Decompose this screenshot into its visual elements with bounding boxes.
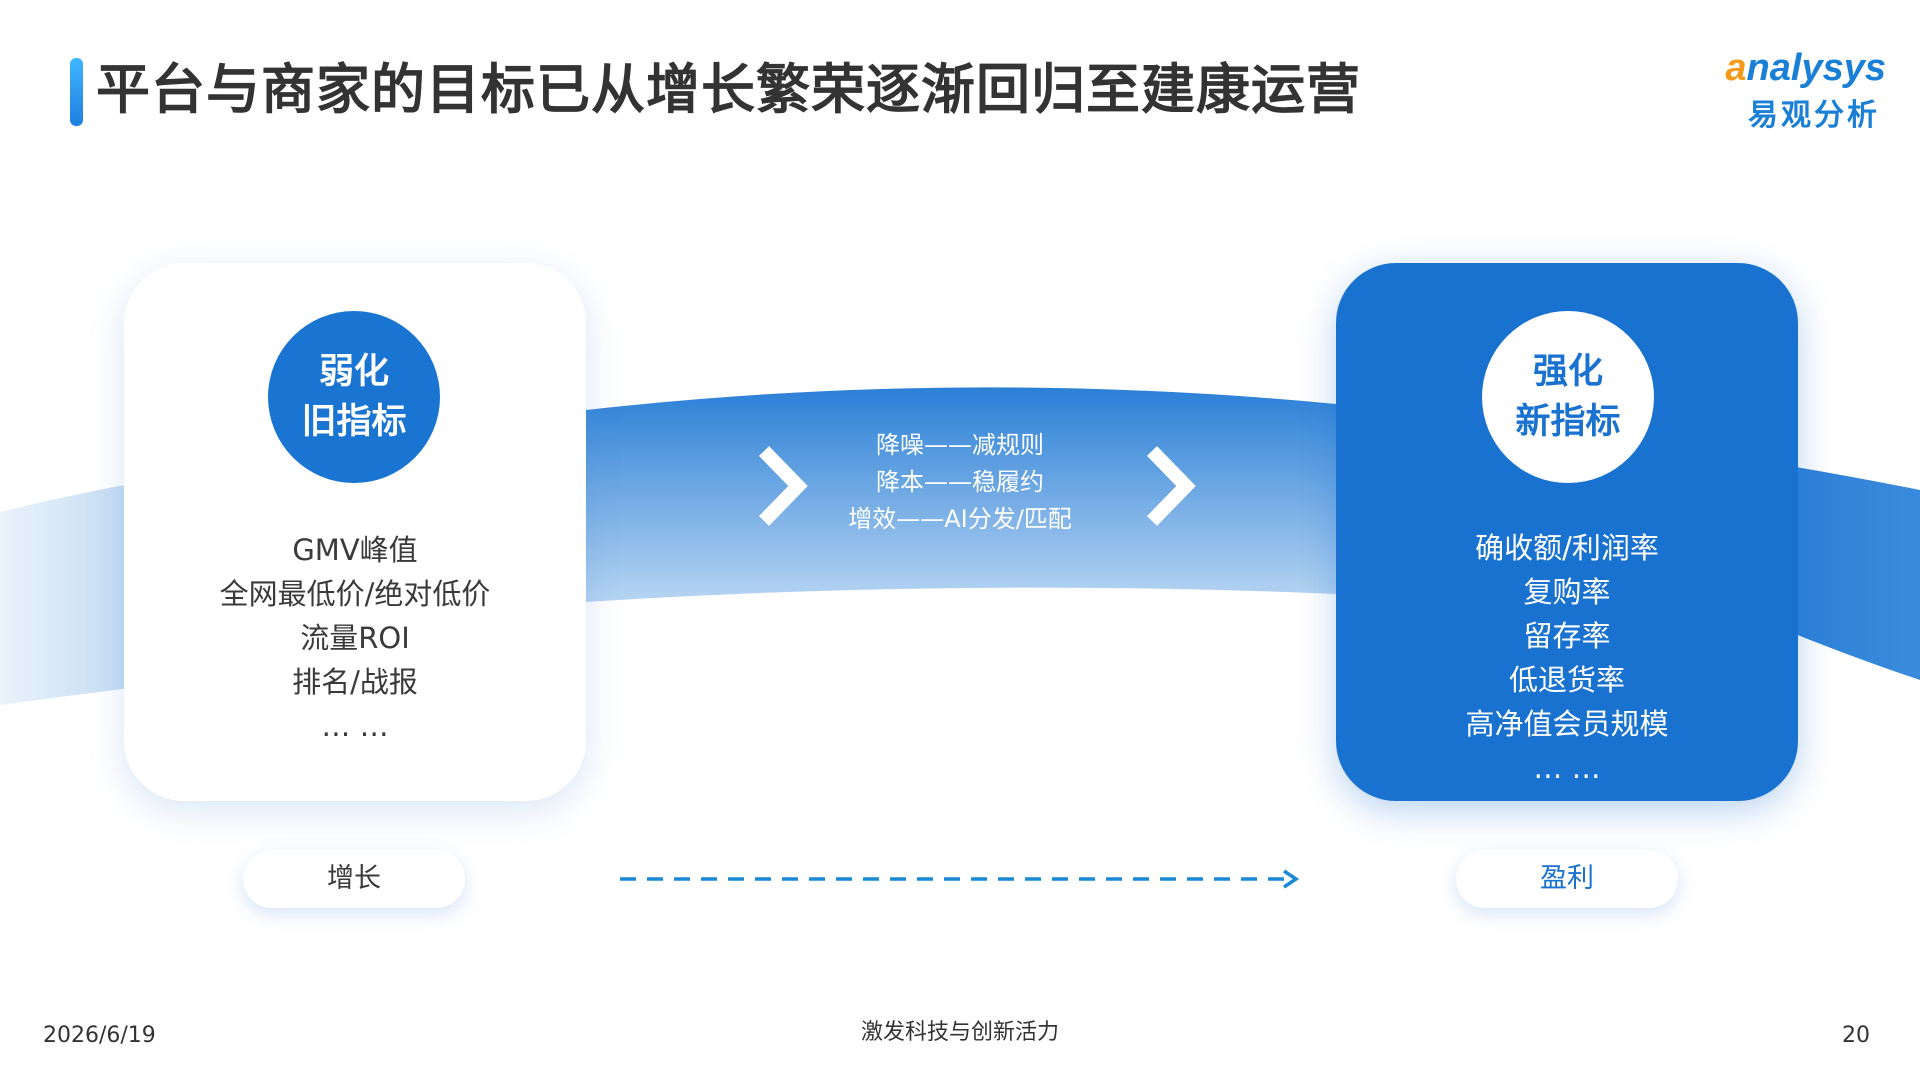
profit-pill-label: 盈利 [1540, 863, 1594, 894]
new-metrics-list: 确收额/利润率 复购率 留存率 低退货率 高净值会员规模 … … [1336, 526, 1798, 790]
list-item: 复购率 [1523, 575, 1611, 609]
growth-pill: 增长 [243, 850, 465, 908]
list-item: 全网最低价/绝对低价 [219, 577, 491, 611]
growth-pill-label: 增长 [327, 863, 381, 894]
list-item: 低退货率 [1508, 663, 1625, 697]
list-item: … … [1533, 751, 1601, 785]
old-metrics-circle-line1: 弱化 [318, 352, 389, 392]
logo-letter-a: a [1725, 47, 1747, 89]
old-metrics-circle-line2: 旧指标 [301, 402, 407, 442]
list-item: 留存率 [1523, 619, 1611, 653]
chevron-right-icon [1146, 446, 1196, 526]
list-item: … … [321, 709, 389, 743]
chevron-right-icon [758, 446, 808, 526]
list-item: 高净值会员规模 [1465, 707, 1669, 741]
strategy-line: 降本——稳履约 [876, 468, 1044, 496]
new-metrics-circle-line2: 新指标 [1515, 402, 1621, 442]
footer-slogan: 激发科技与创新活力 [860, 1020, 1059, 1045]
new-metrics-circle: 强化 新指标 [1482, 311, 1654, 483]
strategy-line: 降噪——减规则 [876, 431, 1044, 459]
page-title: 平台与商家的目标已从增长繁荣逐渐回归至建康运营 [96, 58, 1361, 121]
footer-date: 2026/6/19 [43, 1023, 156, 1048]
list-item: GMV峰值 [292, 533, 418, 567]
page-number: 20 [1842, 1023, 1870, 1048]
old-metrics-list: GMV峰值 全网最低价/绝对低价 流量ROI 排名/战报 … … [124, 528, 586, 748]
list-item: 排名/战报 [292, 665, 418, 699]
strategy-text: 降噪——减规则 降本——稳履约 增效——AI分发/匹配 [820, 427, 1100, 538]
title-accent-bar [70, 58, 83, 126]
old-metrics-circle: 弱化 旧指标 [268, 311, 440, 483]
new-metrics-circle-line1: 强化 [1532, 352, 1603, 392]
list-item: 流量ROI [300, 621, 410, 655]
logo-letters-rest: nalysys [1746, 47, 1886, 89]
profit-pill: 盈利 [1456, 850, 1678, 908]
list-item: 确收额/利润率 [1475, 531, 1659, 565]
logo-wordmark: analysys [1700, 44, 1886, 92]
strategy-line: 增效——AI分发/匹配 [848, 505, 1072, 533]
dashed-arrow [620, 869, 1300, 889]
logo-chinese-name: 易观分析 [1748, 98, 1880, 133]
